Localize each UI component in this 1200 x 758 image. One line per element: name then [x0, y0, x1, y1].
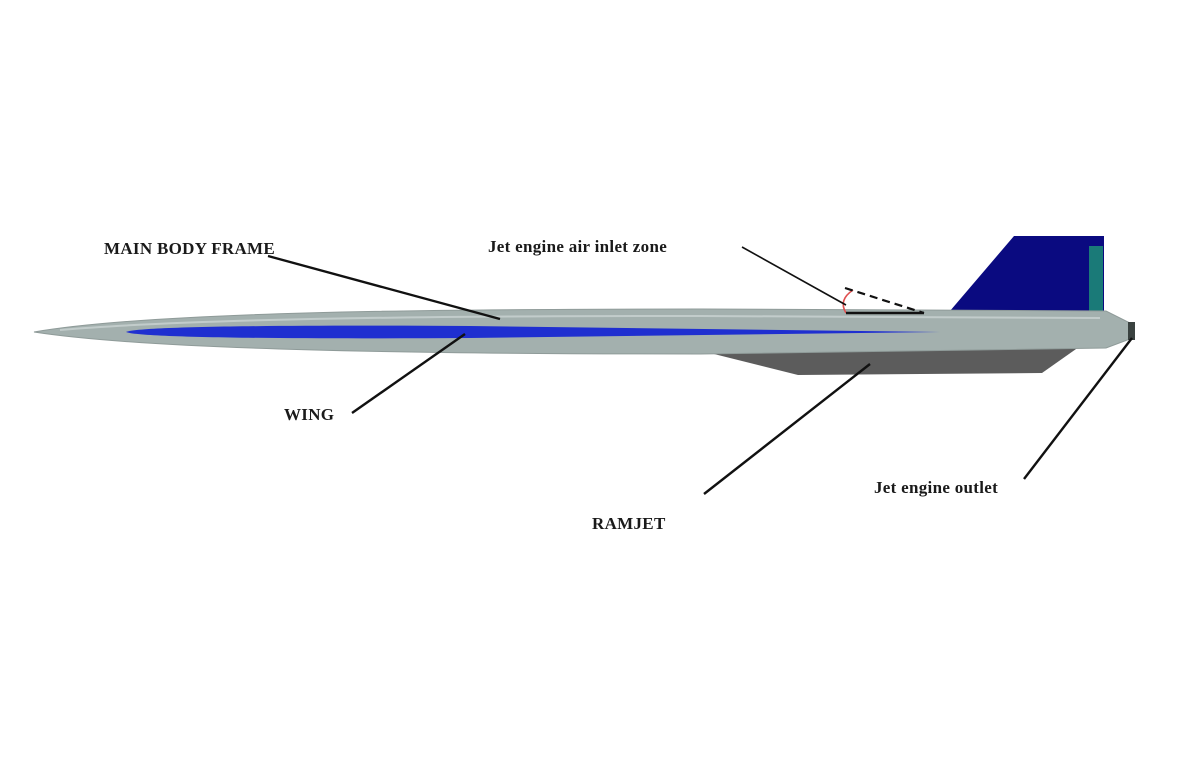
tail-fin — [944, 236, 1104, 318]
fuselage-highlight — [59, 314, 1101, 331]
label-main-body-frame: MAIN BODY FRAME — [104, 239, 275, 258]
label-ramjet: RAMJET — [592, 514, 666, 533]
tail-fin-trim — [1089, 246, 1103, 318]
label-air-inlet-zone: Jet engine air inlet zone — [488, 237, 667, 256]
label-wing: WING — [284, 405, 334, 424]
air-inlet-arc — [842, 289, 854, 314]
wing-stripe — [126, 325, 940, 339]
leader-air-inlet-zone — [741, 246, 847, 306]
leader-main-body-frame — [267, 254, 501, 321]
leader-ramjet — [703, 363, 871, 495]
jet-engine-outlet-nozzle — [1128, 322, 1135, 340]
air-inlet-dashed-line — [844, 286, 925, 315]
leader-engine-outlet — [1023, 337, 1133, 480]
label-engine-outlet: Jet engine outlet — [874, 478, 998, 497]
leader-wing — [351, 333, 466, 414]
